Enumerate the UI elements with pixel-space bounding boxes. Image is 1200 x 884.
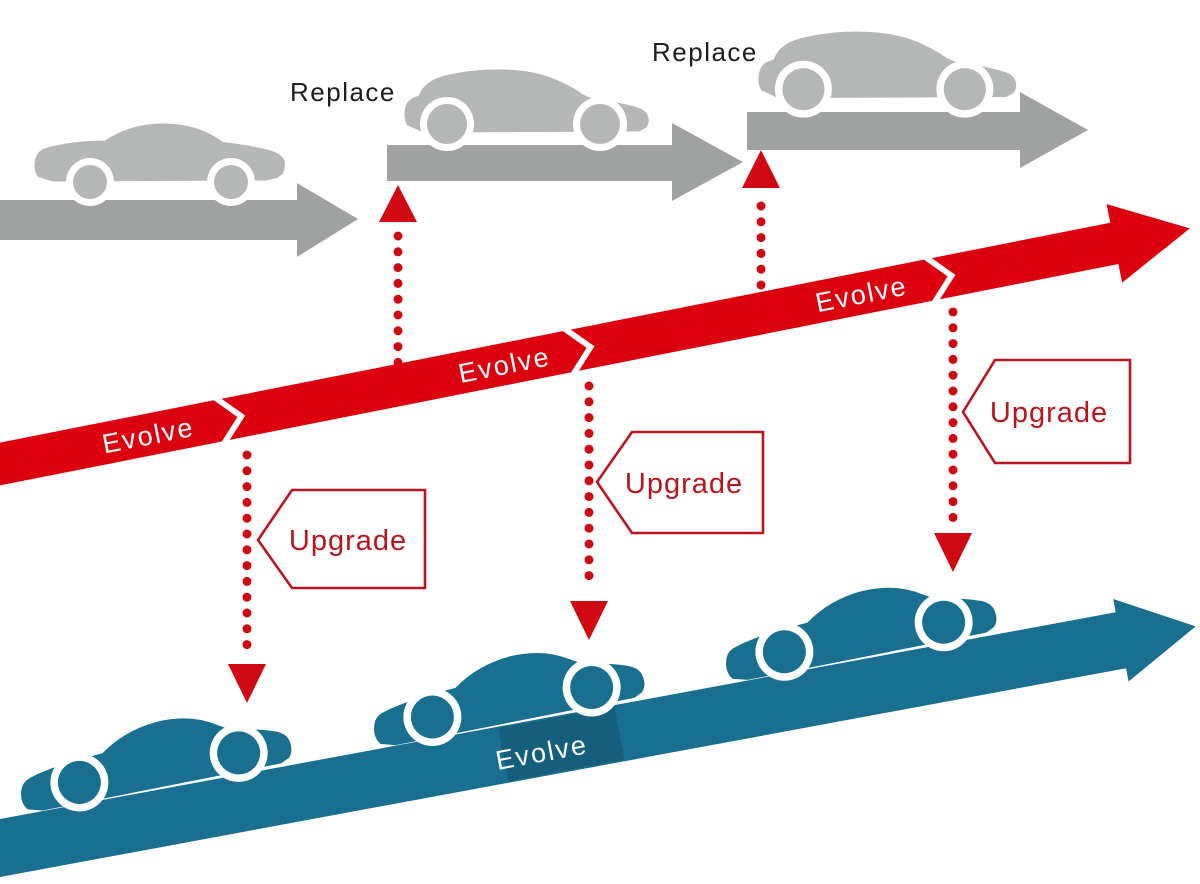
arrow-down-icon xyxy=(934,533,972,572)
wheel xyxy=(214,165,248,199)
upgrade-label-3: Upgrade xyxy=(990,397,1108,429)
upgrade-connector-3 xyxy=(934,307,972,572)
red-track-segment-3 xyxy=(570,259,948,371)
replace-connector-1 xyxy=(379,185,417,368)
arrow-up-icon xyxy=(742,150,780,188)
upgrade-tag-2: Upgrade xyxy=(595,430,765,535)
red-evolve-track: Evolve Evolve Evolve xyxy=(0,204,1190,497)
red-track-arrowhead xyxy=(931,204,1190,300)
upgrade-label-2: Upgrade xyxy=(625,468,743,500)
upgrade-tag-1: Upgrade xyxy=(256,488,427,590)
wheel xyxy=(943,68,986,111)
tag-pointer-shape xyxy=(595,430,765,535)
gray-arrow-3 xyxy=(747,92,1088,168)
tag-pointer-shape xyxy=(256,488,427,590)
arrow-down-icon xyxy=(228,664,266,703)
wheel xyxy=(922,600,966,644)
upgrade-tag-3: Upgrade xyxy=(961,358,1132,465)
blue-car-3 xyxy=(717,567,1000,684)
wheel xyxy=(410,695,454,739)
evolve-label-backing xyxy=(498,706,625,782)
replace-label-2: Replace xyxy=(652,37,758,67)
wheel xyxy=(782,68,825,111)
arrow-down-icon xyxy=(570,601,608,640)
gray-car-sedan xyxy=(34,123,285,206)
replace-label-1: Replace xyxy=(290,77,396,107)
upgrade-label-1: Upgrade xyxy=(289,525,407,557)
wheel xyxy=(427,104,467,144)
gray-track: Replace Replace xyxy=(0,31,1088,257)
gray-arrow-1 xyxy=(0,183,358,257)
wheel xyxy=(570,665,614,709)
gray-car-suv-1 xyxy=(404,69,649,151)
tag-pointer-shape xyxy=(961,358,1132,465)
upgrade-connector-2 xyxy=(570,381,608,640)
wheel xyxy=(580,104,620,144)
arrow-up-icon xyxy=(379,185,417,222)
wheel xyxy=(73,165,107,199)
blue-evolve-track: Evolve xyxy=(0,567,1196,884)
wheel xyxy=(762,630,806,674)
blue-car-1 xyxy=(12,698,295,815)
wheel xyxy=(217,731,261,775)
red-track-segment-1 xyxy=(0,400,238,497)
blue-car-2 xyxy=(365,632,648,749)
gray-car-suv-2 xyxy=(758,31,1017,118)
upgrade-connector-1 xyxy=(228,450,266,703)
replace-connector-2 xyxy=(742,150,780,300)
red-track-segment-2 xyxy=(221,331,587,440)
wheel xyxy=(57,760,101,804)
gray-arrow-2 xyxy=(387,123,743,201)
